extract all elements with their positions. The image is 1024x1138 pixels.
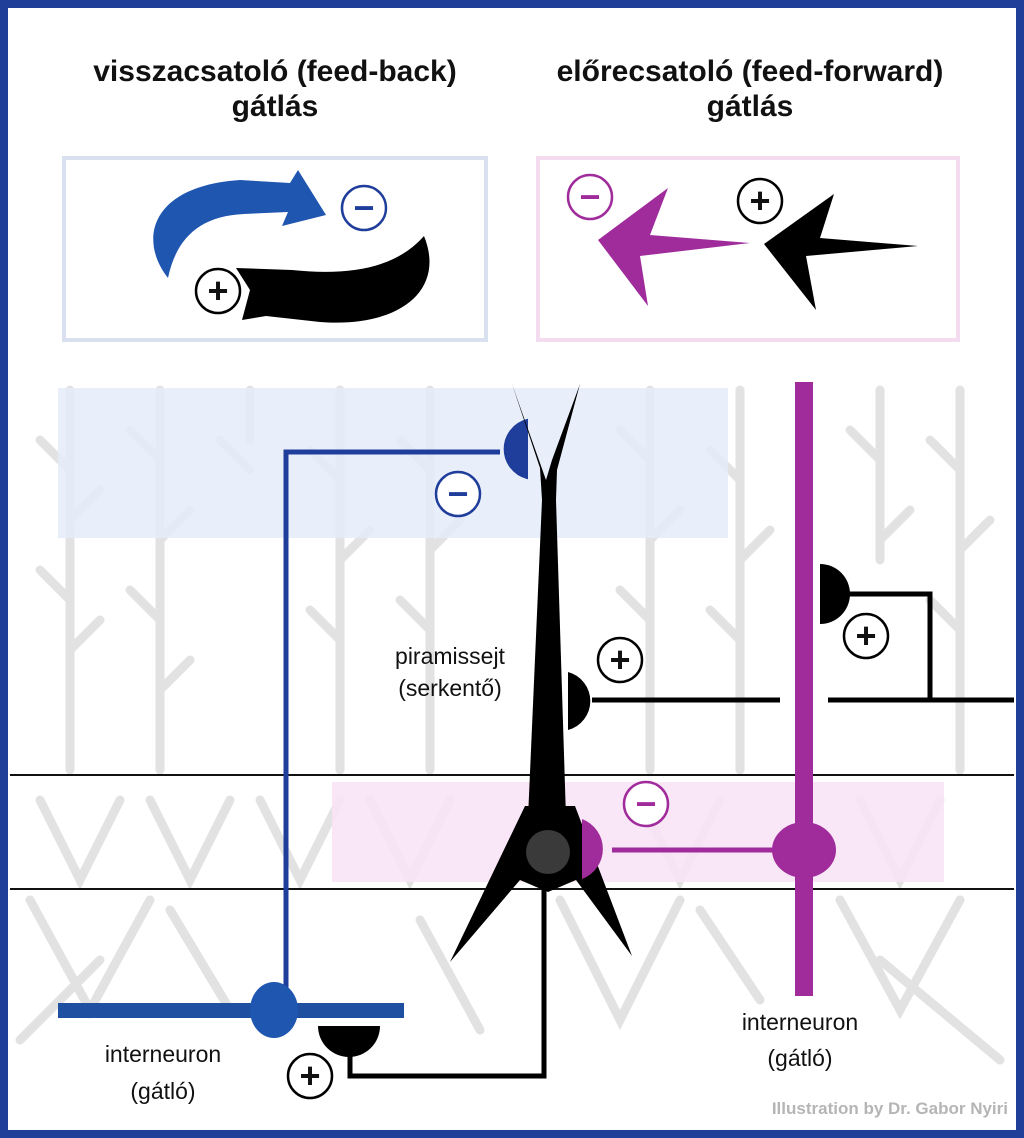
feedback-loop-icon: [153, 170, 430, 323]
feedback-plus-badge: +: [194, 267, 242, 315]
feedforward-interneuron: [582, 382, 836, 996]
input-collateral: [840, 591, 933, 700]
feedforward-interneuron-soma: [772, 822, 836, 878]
magenta-arrow-icon: [598, 188, 750, 306]
feedforward-interneuron-dendrite: [795, 382, 813, 996]
feedback-inhibitory-synapse: [503, 418, 528, 480]
input-to-interneuron-plus-badge: +: [842, 612, 890, 660]
feedback-interneuron: [58, 418, 528, 1038]
plus-icon: +: [207, 270, 228, 311]
pyramidal-label-line2: (serkentő): [398, 675, 502, 701]
interneuron-right-label-line1: interneuron: [742, 1009, 858, 1035]
blue-curved-arrow-icon: [153, 170, 326, 278]
feedback-title-line1: visszacsatoló (feed-back): [93, 55, 456, 88]
minus-icon: −: [579, 176, 600, 217]
minus-icon: −: [635, 783, 656, 824]
feedforward-arrows-icon: [598, 188, 918, 310]
feedforward-plus-badge: +: [736, 177, 784, 225]
pyramidal-axon: [347, 888, 547, 1079]
feedback-minus-badge: −: [340, 184, 388, 232]
feedback-synapse-minus-badge: −: [434, 470, 482, 518]
excitatory-input: [568, 564, 1014, 730]
pyramidal-to-interneuron-plus-badge: +: [286, 1052, 334, 1100]
input-to-pyramidal-synapse: [568, 672, 591, 730]
input-to-interneuron-synapse: [820, 564, 850, 624]
interneuron-left-label-line2: (gátló): [130, 1078, 195, 1104]
pyramidal-label-line1: piramissejt: [395, 643, 506, 669]
plus-icon: +: [855, 615, 876, 656]
minus-icon: −: [353, 187, 374, 228]
input-to-pyramidal-plus-badge: +: [596, 636, 644, 684]
feedforward-title-line2: gátlás: [707, 90, 794, 123]
interneuron-right-label-line2: (gátló): [767, 1045, 832, 1071]
plus-icon: +: [609, 639, 630, 680]
black-arrow-icon: [764, 194, 918, 310]
illustration-credit: Illustration by Dr. Gabor Nyiri: [772, 1099, 1008, 1118]
feedforward-minus-badge: −: [566, 173, 614, 221]
feedback-title-line2: gátlás: [232, 90, 319, 123]
feedforward-synapse-minus-badge: −: [622, 780, 670, 828]
feedback-interneuron-dendrite: [58, 1003, 404, 1018]
interneuron-left-label-line1: interneuron: [105, 1041, 221, 1067]
plus-icon: +: [299, 1055, 320, 1096]
pyramidal-apical-dendrite: [512, 384, 580, 818]
pyramidal-excitatory-synapse: [318, 1026, 380, 1057]
pyramidal-nucleus: [526, 830, 570, 874]
black-curved-arrow-icon: [236, 236, 430, 323]
feedforward-inhibitory-synapse: [582, 819, 603, 879]
plus-icon: +: [749, 180, 770, 221]
blue-layer-band: [58, 388, 728, 538]
feedback-interneuron-soma: [250, 982, 298, 1038]
minus-icon: −: [447, 473, 468, 514]
feedforward-title-line1: előrecsatoló (feed-forward): [557, 55, 944, 88]
